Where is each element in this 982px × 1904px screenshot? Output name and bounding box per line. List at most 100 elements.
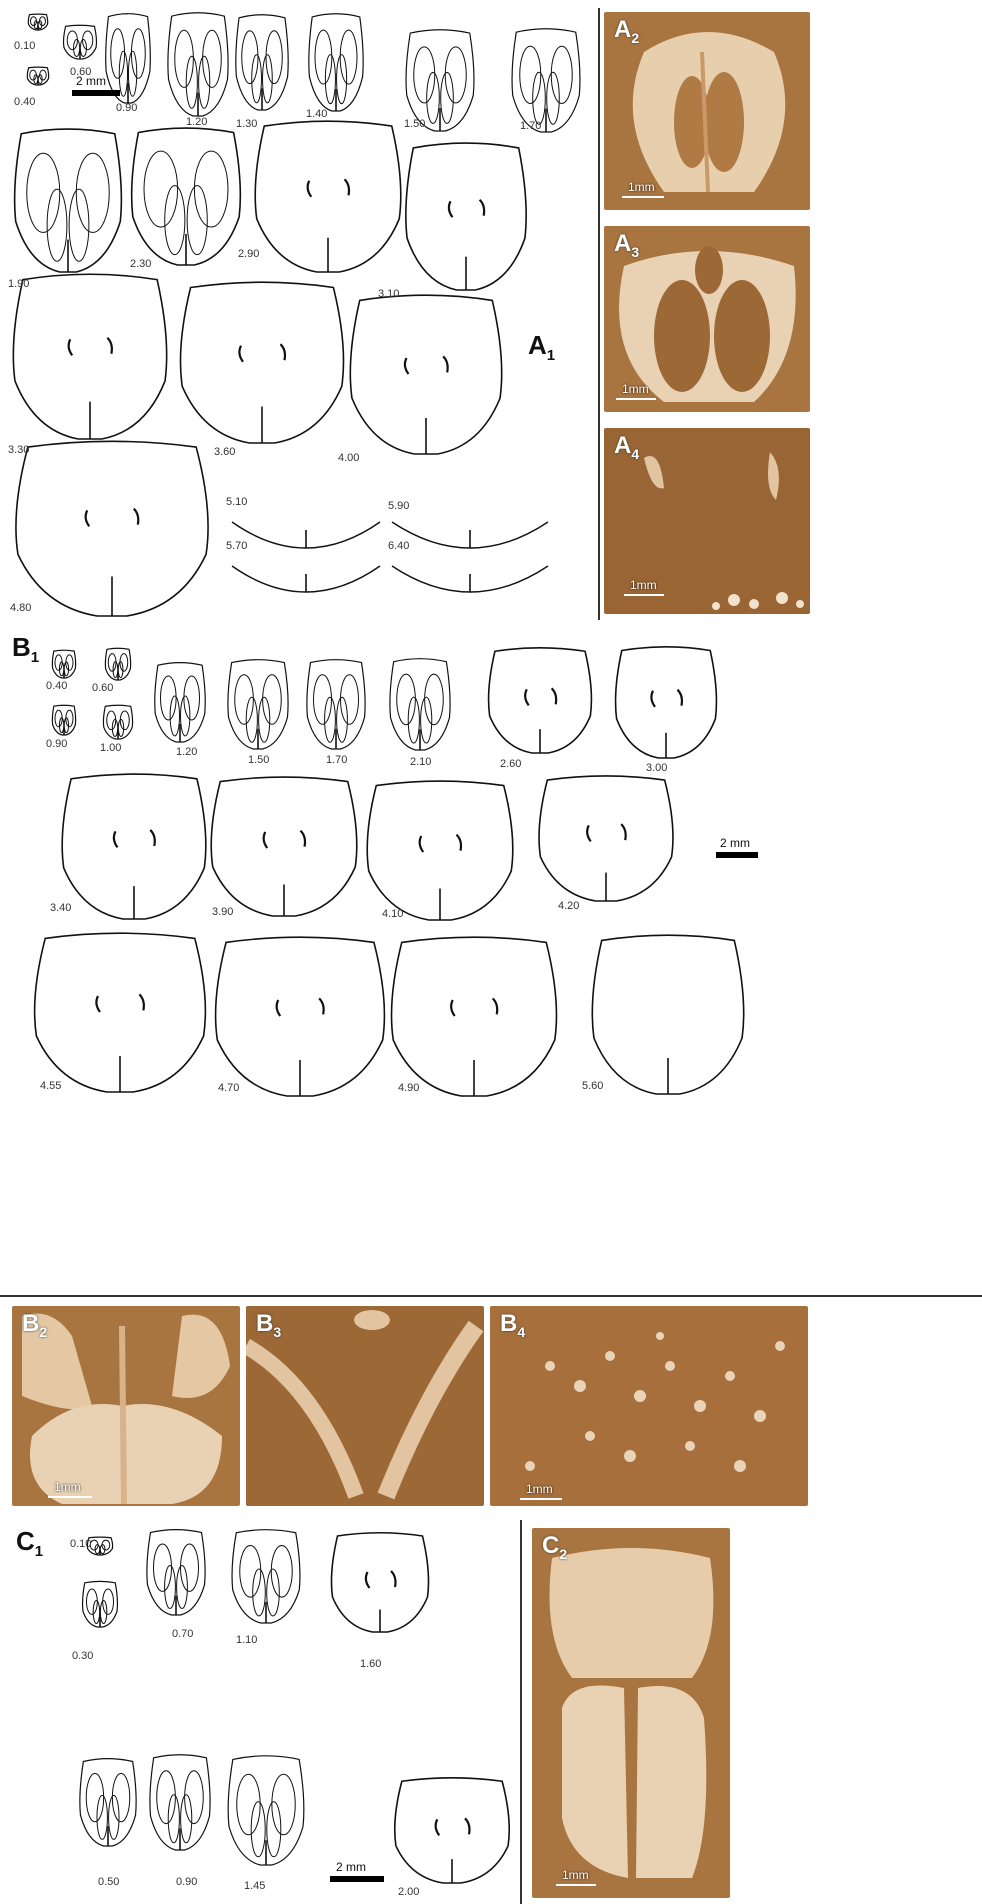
b1-section-4.55 [35,933,206,1092]
b1-section-label: 4.10 [382,908,403,920]
scale-bar-label-b1: 2 mm [720,836,750,850]
a1-section-label: 4.80 [10,602,31,614]
a1-section-label: 1.70 [520,120,541,132]
a1-section-0.10 [28,14,47,30]
a1-section-label: 0.40 [14,96,35,108]
c1-section-0.90 [150,1755,210,1850]
c1-section-1.60 [331,1533,428,1632]
b1-section-1.20 [155,663,205,742]
photo-b4-scale: 1mm [526,1482,553,1496]
scale-bar-label-c1: 2 mm [336,1860,366,1874]
a1-section-0.40 [27,67,48,85]
b1-section-3.40 [62,774,206,919]
b1-section-label: 4.55 [40,1080,61,1092]
c1-section-1.10 [232,1530,300,1623]
photo-c2-label: C2 [542,1532,567,1562]
b1-section-label: 2.10 [410,756,431,768]
b1-section-2.60 [489,648,592,753]
a1-section-label: 1.40 [306,108,327,120]
b1-section-0.90 [52,705,75,735]
a1-section-label: 3.30 [8,444,29,456]
b1-section-label: 3.90 [212,906,233,918]
panel-label-b1: B1 [12,632,39,666]
photo-b2-label: B2 [22,1310,47,1340]
photo-a4: A4 1mm [604,428,810,614]
photo-a2-label: A2 [614,16,639,46]
a1-section-label: 1.90 [8,278,29,290]
photo-b4: B4 1mm [490,1306,808,1506]
c1-section-label: 1.60 [360,1658,381,1670]
photo-b2-scale-bar [48,1496,92,1498]
photo-c2-texture [532,1528,730,1898]
b1-section-label: 3.00 [646,762,667,774]
photo-b4-texture [490,1306,808,1506]
a1-section-label: 1.30 [236,118,257,130]
photo-a2-scale-bar [622,196,664,198]
b1-section-label: 1.00 [100,742,121,754]
b1-section-1.00 [103,705,132,739]
c1-section-label: 0.70 [172,1628,193,1640]
c1-section-label: 2.00 [398,1886,419,1898]
photo-b3-texture [246,1306,484,1506]
a1-section-1.30 [236,15,288,110]
a1-section-label: 1.20 [186,116,207,128]
a1-section-1.70 [512,29,580,132]
c1-section-label: 1.45 [244,1880,265,1892]
a1-section-1.90 [15,129,122,272]
photo-c2-scale: 1mm [562,1868,589,1882]
c1-section-label: 0.10 [70,1538,91,1550]
b1-section-label: 3.40 [50,902,71,914]
a1-section-label: 4.00 [338,452,359,464]
photo-c2: C2 1mm [532,1528,730,1898]
photo-a4-label: A4 [614,432,639,462]
c1-section-label: 0.30 [72,1650,93,1662]
b1-section-3.90 [211,777,357,916]
photo-b4-scale-bar [520,1498,562,1500]
a1-section-label: 5.10 [226,496,247,508]
c1-section-2.00 [395,1778,510,1883]
b1-section-label: 4.70 [218,1082,239,1094]
a1-section-4.00 [350,295,501,454]
b1-section-label: 0.40 [46,680,67,692]
a1-section-2.30 [132,128,241,265]
a1-section-label: 0.10 [14,40,35,52]
photo-b3-label: B3 [256,1310,281,1340]
a1-section-label: 5.70 [226,540,247,552]
b1-section-4.20 [539,776,673,901]
a1-section-label: 5.90 [388,500,409,512]
a1-section-3.30 [13,274,166,439]
b1-section-0.40 [52,650,75,678]
photo-b2-scale: 1mm [54,1480,81,1494]
b1-section-label: 1.20 [176,746,197,758]
a1-section-3.10 [406,143,526,290]
a1-section-2.90 [255,121,401,272]
photo-a3-scale-bar [616,398,656,400]
photo-b4-label: B4 [500,1310,525,1340]
photo-a3-scale: 1mm [622,382,649,396]
b1-section-1.70 [307,660,365,749]
photo-a3: A3 1mm [604,226,810,412]
a1-section-1.40 [309,14,363,111]
b1-section-label: 4.90 [398,1082,419,1094]
scale-bar-b1 [716,852,758,858]
photo-b2: B2 1mm [12,1306,240,1506]
b1-section-label: 2.60 [500,758,521,770]
b1-section-0.60 [105,648,130,680]
photo-a4-scale-bar [624,594,664,596]
scale-bar-c1 [330,1876,384,1882]
b1-section-label: 0.90 [46,738,67,750]
a1-section-label: 6.40 [388,540,409,552]
panel-label-c1: C1 [16,1526,43,1560]
a1-section-1.50 [406,30,474,131]
c1-section-0.30 [83,1581,118,1627]
a1-section-1.20 [168,13,228,116]
b1-section-label: 1.70 [326,754,347,766]
panel-label-a1: A1 [528,330,555,364]
a1-section-label: 3.10 [378,288,399,300]
photo-a2: A2 1mm [604,12,810,210]
b1-section-5.60 [592,935,743,1094]
a1-section-label: 2.30 [130,258,151,270]
photo-b3: B3 [246,1306,484,1506]
c1-section-label: 0.50 [98,1876,119,1888]
